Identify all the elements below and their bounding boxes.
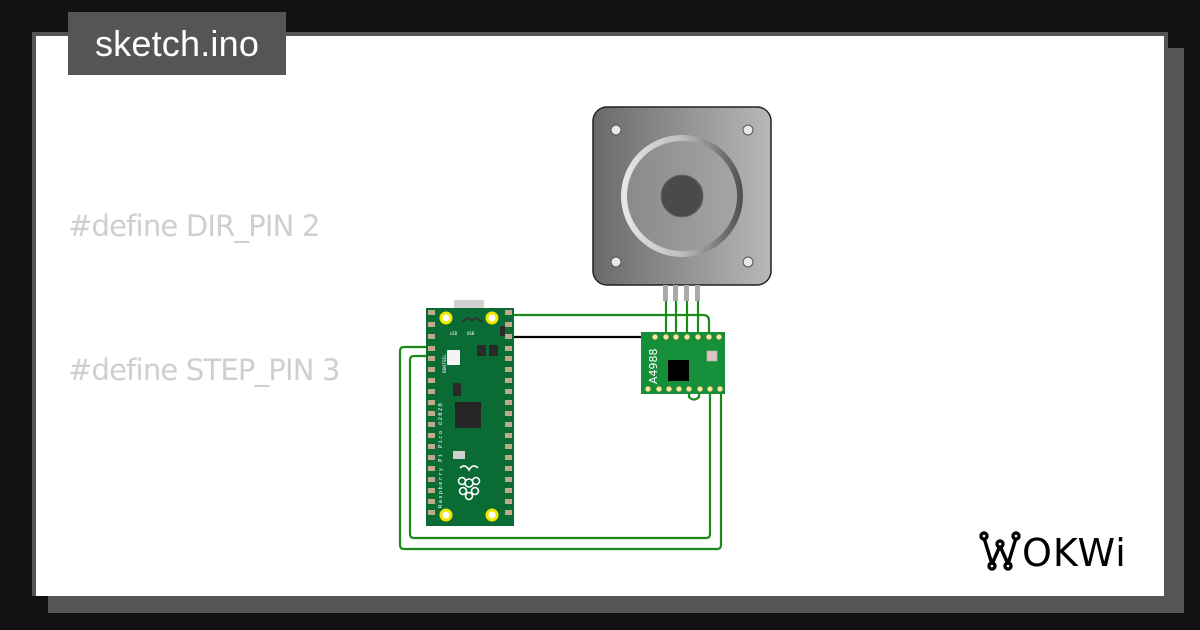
wire-dir (398, 345, 723, 551)
file-tab[interactable]: sketch.ino (68, 12, 286, 75)
code-line: #define STEP_PIN 3 (68, 353, 341, 387)
wires (398, 300, 723, 551)
wire-vbus (506, 313, 711, 336)
wire-step (408, 354, 712, 540)
code-editor[interactable]: #define DIR_PIN 2 #define STEP_PIN 3 voi… (68, 106, 819, 596)
wokwi-logo: OKWi (979, 531, 1127, 575)
code-line: #define DIR_PIN 2 (68, 209, 320, 243)
raspberry-logo-icon (457, 465, 481, 501)
pico-board[interactable]: Raspberry Pi Pico ©2020 BOOTSEL LED USB (426, 300, 514, 526)
stepper-motor[interactable] (592, 106, 772, 301)
board-silkscreen: Raspberry Pi Pico ©2020 (438, 402, 444, 508)
driver-label: A4988 (647, 348, 660, 384)
led-label: LED (450, 331, 458, 336)
wokwi-logo-text: OKWi (1022, 531, 1127, 575)
bootsel-label: BOOTSEL (442, 354, 448, 373)
a4988-driver[interactable]: A4988 (641, 332, 725, 394)
editor-surface: #define DIR_PIN 2 #define STEP_PIN 3 voi… (36, 36, 1164, 596)
usb-label: USB (467, 331, 475, 336)
